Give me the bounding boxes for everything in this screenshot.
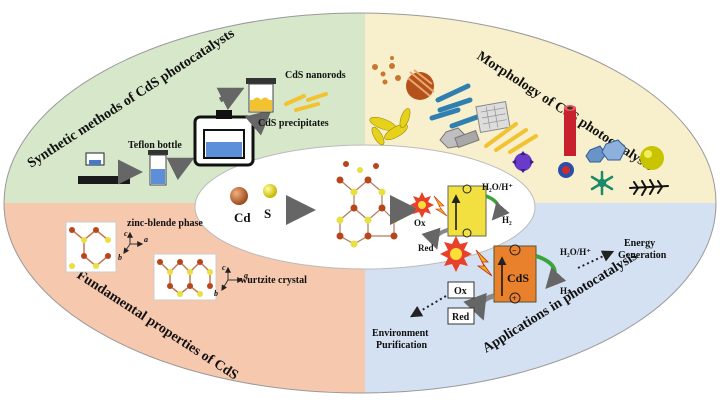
nanorods-icon	[284, 92, 328, 112]
zincblende-axes	[123, 231, 144, 254]
teflon-bottle-icon	[148, 150, 168, 186]
environment-label-line1: Environment	[372, 328, 429, 339]
applications-cds-label: CdS	[507, 271, 529, 285]
energy-label-line1: Energy	[624, 238, 655, 249]
applications-h2o-label: H₂O/H⁺	[560, 247, 591, 257]
axis-c-label: c	[222, 263, 226, 272]
zincblende-label: zinc-blende phase	[127, 218, 203, 229]
center-gray-arrow-icon	[421, 227, 449, 250]
center-lightning-icon	[433, 195, 448, 217]
axis-a-label: a	[244, 271, 248, 280]
gray-arrow-icon	[463, 292, 495, 321]
stirrer-icon	[78, 152, 130, 184]
morphology-shapes	[369, 56, 669, 196]
center-ellipse	[194, 144, 536, 270]
autoclave-icon	[193, 110, 255, 167]
snowflake-icon	[590, 170, 614, 196]
cd-atom-icon	[230, 187, 248, 205]
center-sun-icon	[410, 192, 434, 218]
center-ox-label: Ox	[414, 218, 426, 228]
axis-a-label: a	[144, 235, 148, 244]
nanoparticles-icon	[372, 56, 401, 85]
arrow-icon	[216, 87, 245, 111]
nanowires-icon	[429, 83, 483, 129]
svg-text:+: +	[512, 294, 517, 303]
center-band-icon	[447, 184, 487, 238]
sun-icon	[440, 236, 472, 272]
arrow-icon	[244, 109, 272, 136]
nanoflower-icon	[369, 108, 411, 146]
hexagonal-prism-icon	[439, 127, 480, 149]
energy-label-line2: Generation	[618, 250, 667, 261]
axis-b-label: b	[118, 253, 122, 262]
zincblende-lattice-icon	[65, 221, 117, 273]
s-label: S	[264, 206, 271, 221]
yellow-nanorods-icon	[484, 122, 538, 154]
environment-dotted-arrow	[409, 295, 447, 318]
wurtzite-lattice-icon	[153, 253, 217, 301]
hierarchical-sphere-icon	[640, 146, 664, 170]
dendrite-icon	[629, 179, 669, 196]
energy-dotted-arrow	[577, 250, 615, 269]
lightning-icon	[475, 249, 493, 277]
center-h2-label: H₂	[502, 215, 512, 225]
s-atom-icon	[263, 184, 277, 198]
beaker-icon	[246, 78, 276, 113]
applications-red-label: Red	[452, 312, 470, 323]
applications-h2-label: H₂	[560, 286, 570, 296]
svg-text:−: −	[512, 246, 517, 255]
nanotube-icon	[564, 105, 576, 156]
applications-ox-label: Ox	[454, 286, 467, 297]
center-red-label: Red	[418, 243, 434, 253]
wurtzite-label: wurtzite crystal	[240, 275, 307, 286]
nanosphere-icon	[406, 69, 435, 100]
axis-c-label: c	[124, 229, 128, 238]
precipitates-label: CdS precipitates	[258, 118, 329, 129]
wurtzite-axes	[221, 266, 244, 292]
outer-ellipse-border	[3, 12, 717, 394]
center-green-arrow-icon	[485, 194, 510, 221]
cds-band-icon: − +	[493, 244, 537, 304]
hexagonal-plates-icon	[585, 139, 627, 163]
ox-box	[447, 281, 475, 299]
cluster-icon	[512, 151, 534, 173]
teflon-bottle-label: Teflon bottle	[128, 140, 182, 151]
nanorods-label: CdS nanorods	[285, 70, 346, 81]
axis-b-label: b	[214, 289, 218, 298]
core-shell-icon	[558, 162, 574, 178]
cd-label: Cd	[234, 210, 251, 225]
red-box	[447, 307, 475, 325]
nanosheet-icon	[475, 101, 511, 133]
green-arrow-icon	[535, 254, 567, 289]
arrow-icon	[166, 157, 195, 181]
center-h2o-label: H₂O/H⁺	[482, 182, 513, 192]
environment-label-line2: Purification	[376, 340, 428, 351]
